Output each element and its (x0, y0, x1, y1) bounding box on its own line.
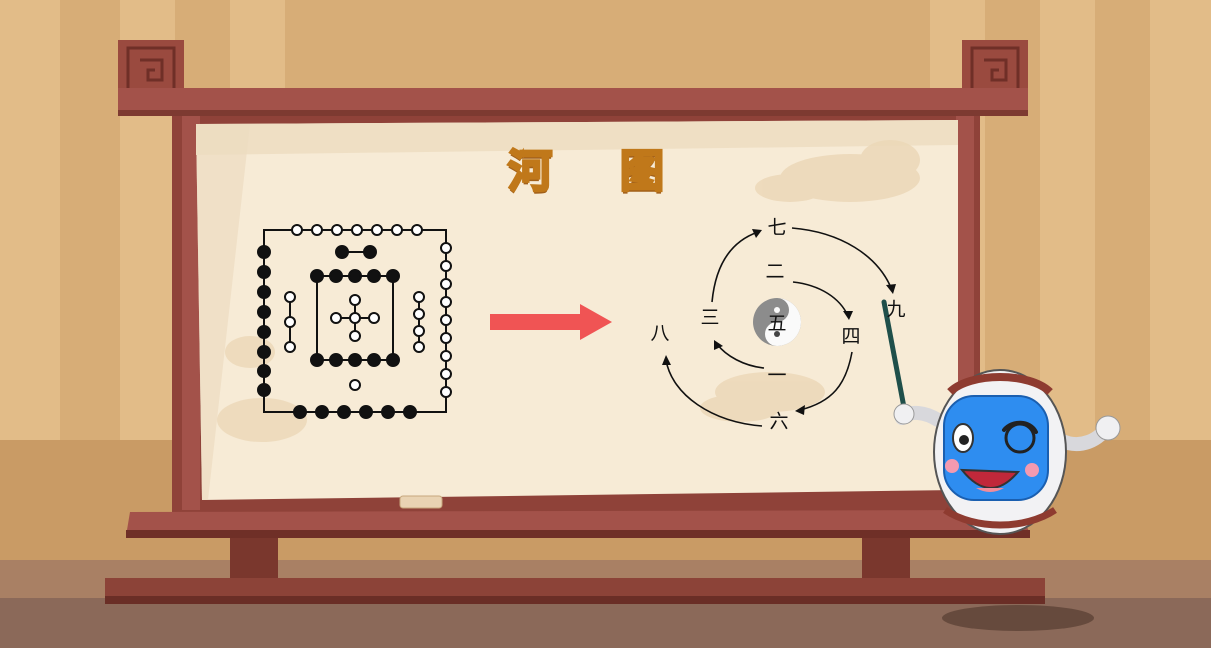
cloud-decoration (217, 140, 920, 442)
hetu-diagram (257, 224, 452, 419)
title-char-he: 河 (507, 146, 554, 197)
pointer-stick (881, 299, 909, 421)
luoshu-label-one: 一 (767, 364, 787, 387)
robot-mascot (893, 369, 1121, 631)
transform-arrow (490, 304, 612, 340)
luoshu-label-four: 四 (841, 325, 861, 348)
chalk-eraser (399, 495, 443, 509)
yin-yang-icon (753, 298, 801, 346)
luoshu-label-nine: 九 (886, 298, 906, 321)
luoshu-label-two: 二 (765, 260, 785, 283)
board-ledge (126, 495, 1030, 538)
board-top-beam (118, 40, 1028, 116)
luoshu-label-eight: 八 (650, 322, 670, 345)
luoshu-label-five: 五 (767, 312, 787, 335)
title-char-tu: 图 (619, 146, 666, 197)
luoshu-label-seven: 七 (767, 216, 787, 239)
luoshu-cycle-arrows (662, 227, 896, 427)
luoshu-label-three: 三 (700, 306, 720, 329)
luoshu-label-six: 六 (769, 410, 789, 433)
